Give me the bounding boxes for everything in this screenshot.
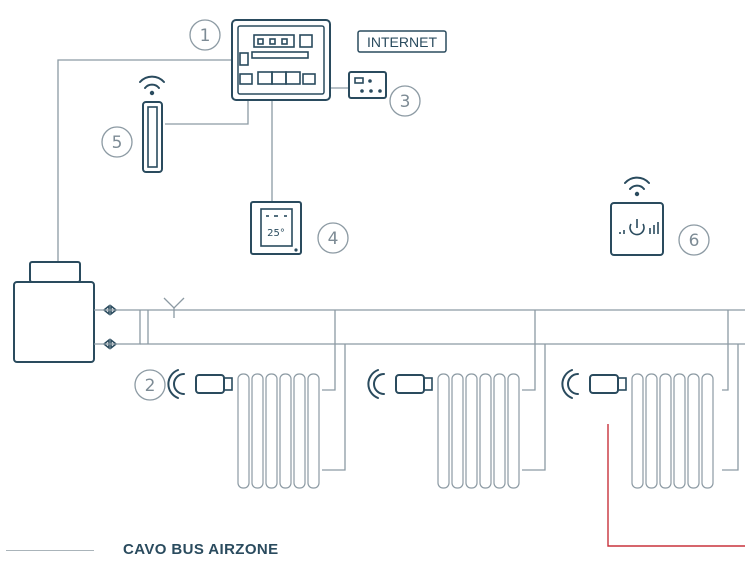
internet-text: INTERNET [367,34,437,50]
radiator-2 [437,310,546,489]
radiator-3 [631,310,739,489]
wifi-antenna [139,75,165,173]
thermostatic-head-3 [561,369,627,399]
callout-4: 4 [317,222,349,254]
router-device [348,71,387,99]
callout-2: 2 [134,369,166,401]
central-control-unit [231,19,331,101]
callout-2-number: 2 [145,376,156,396]
callout-5-number: 5 [112,133,123,153]
callout-1: 1 [189,19,221,51]
radiator-1 [237,310,346,489]
callout-6: 6 [678,224,710,256]
callout-3-number: 3 [400,92,411,112]
callout-5: 5 [101,126,133,158]
pipes [94,297,745,345]
callout-1-number: 1 [200,26,211,46]
thermostat-temperature: 25° [267,228,285,239]
red-cable [607,424,745,547]
legend-label: CAVO BUS AIRZONE [123,541,279,558]
wifi-signal-icon-6 [624,176,650,197]
thermostatic-head-1 [167,369,233,399]
wifi-device-6 [610,176,664,256]
boiler [13,261,118,363]
callout-3: 3 [389,85,421,117]
callout-4-number: 4 [328,229,339,249]
callout-6-number: 6 [689,231,700,251]
internet-label: INTERNET [357,30,447,53]
wifi-signal-icon-5 [139,75,165,96]
thermostatic-head-2 [367,369,433,399]
legend-line-sample [6,550,94,551]
thermostat: 25° [250,201,302,255]
